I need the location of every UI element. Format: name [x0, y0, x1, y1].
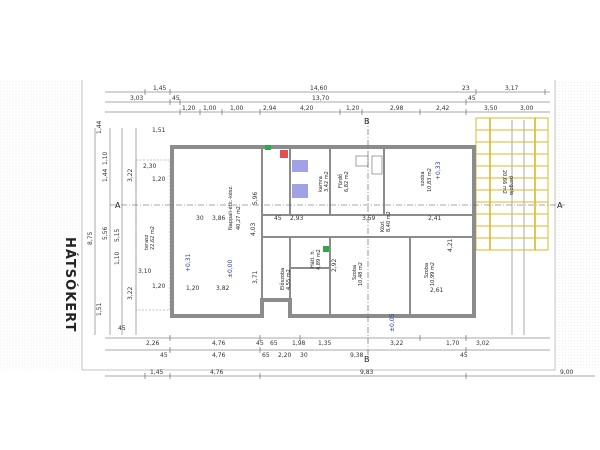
right-area: [555, 80, 600, 370]
dimension-ticks: [144, 89, 546, 379]
pergola: [475, 117, 549, 251]
section-lines: [110, 118, 565, 360]
bathroom-fixtures: [265, 145, 383, 252]
garden-area: [0, 80, 82, 370]
terrace: [135, 159, 171, 311]
dimension-lines: [81, 80, 595, 377]
exterior-walls: [170, 145, 476, 318]
